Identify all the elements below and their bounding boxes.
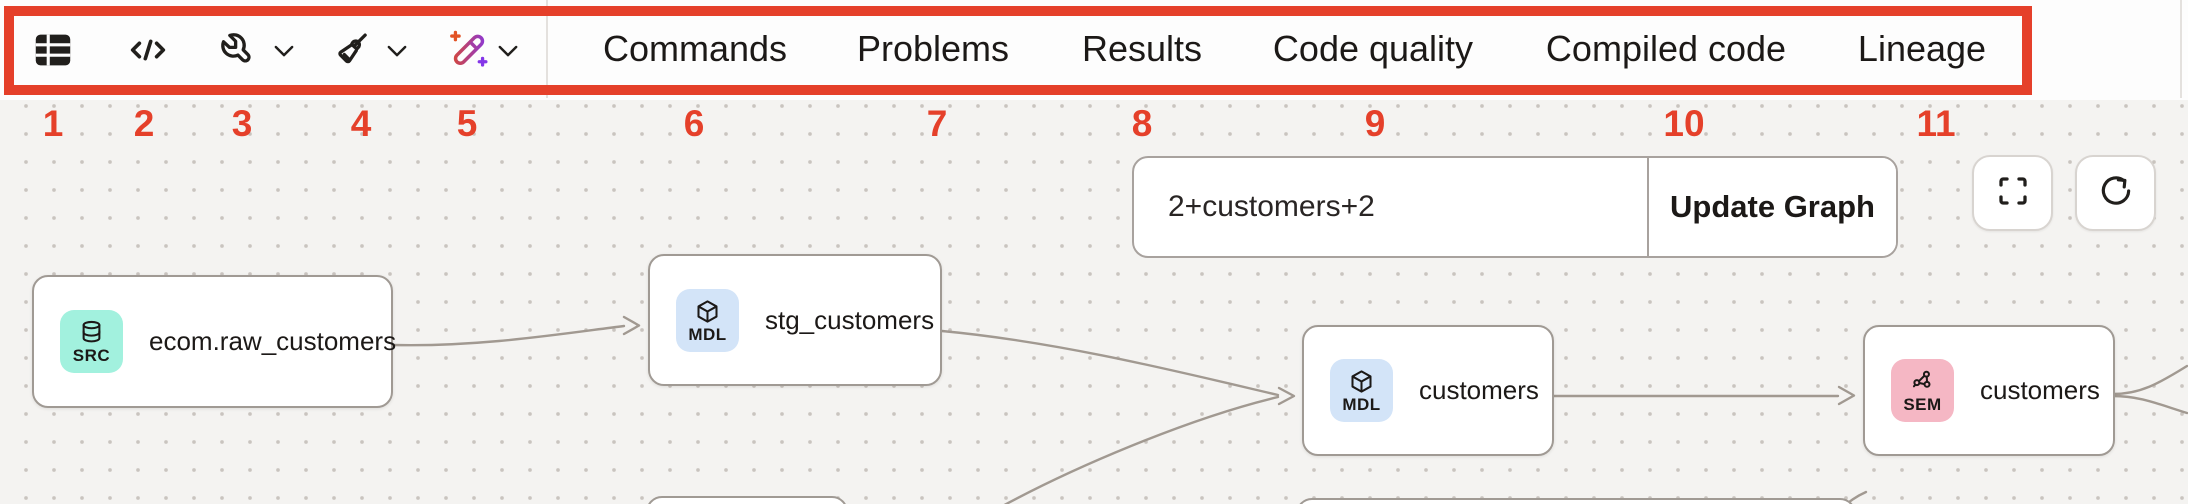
broom-button[interactable] [331,29,373,71]
node-customers-semantic[interactable]: SEM customers [1863,325,2115,456]
broom-icon [331,29,373,71]
refresh-button[interactable] [2075,155,2156,231]
badge-label: MDL [1342,395,1381,414]
node-stg-customers[interactable]: MDL stg_customers [648,254,942,386]
node-title: customers [1419,375,1539,405]
wrench-button[interactable] [212,29,254,71]
tab-lineage[interactable]: Lineage [1857,28,1987,69]
toolbar-section-divider [546,0,548,98]
graph-filter-group: Update Graph [1132,156,1898,258]
model-badge: MDL [676,288,739,352]
badge-label: MDL [688,324,727,344]
fit-view-button[interactable] [1972,155,2053,231]
table-icon [31,28,75,72]
broom-dropdown-chevron-icon[interactable] [383,37,411,70]
model-badge: MDL [1330,359,1393,422]
tab-compiled-code[interactable]: Compiled code [1545,28,1787,69]
update-graph-button[interactable]: Update Graph [1649,158,1896,256]
magic-wand-icon [447,28,491,72]
tab-code-quality[interactable]: Code quality [1272,28,1474,69]
cube-icon [1348,368,1375,395]
tab-results[interactable]: Results [1081,28,1203,69]
wrench-dropdown-chevron-icon[interactable] [270,37,298,70]
node-customers-model[interactable]: MDL customers [1302,325,1554,456]
node-title: customers [1980,375,2100,405]
refresh-icon [2097,172,2135,215]
semantic-badge: SEM [1891,359,1954,422]
source-badge: SRC [60,310,123,373]
fullscreen-icon [1995,173,2031,214]
wrench-icon [212,29,254,71]
magic-wand-dropdown-chevron-icon[interactable] [494,37,522,70]
filter-group-divider [1647,158,1649,256]
cube-icon [694,298,721,325]
graph-filter-input[interactable] [1134,158,1647,256]
node-partial-right[interactable] [1296,498,1856,504]
node-title: stg_customers [765,304,935,335]
node-partial-left[interactable] [646,496,848,504]
tab-commands[interactable]: Commands [602,28,788,69]
badge-label: SEM [1903,395,1942,414]
badge-label: SRC [72,346,111,365]
code-button[interactable] [125,27,171,73]
node-ecom-raw-customers[interactable]: SRC ecom.raw_customers [32,275,397,408]
table-button[interactable] [31,28,75,72]
code-icon [125,27,171,73]
editor-toolbar: Commands Problems Results Code quality C… [0,0,2188,100]
toolbar-right-edge-divider [2180,0,2182,98]
database-icon [78,319,105,346]
tab-problems[interactable]: Problems [856,28,1010,69]
network-icon [1909,368,1936,395]
magic-wand-button[interactable] [447,28,491,72]
node-title: ecom.raw_customers [149,326,397,356]
